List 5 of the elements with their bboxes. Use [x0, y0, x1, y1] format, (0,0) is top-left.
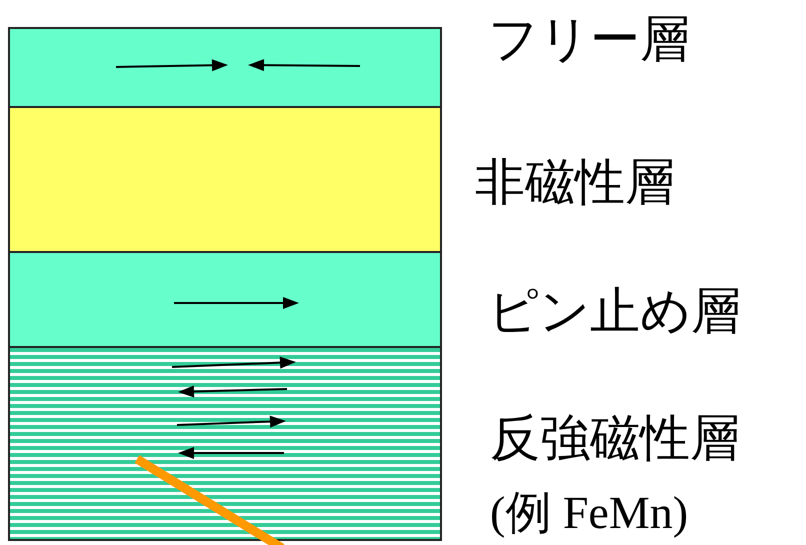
- layer-label: フリー層: [488, 11, 690, 67]
- layer-label: 反強磁性層: [490, 410, 740, 466]
- layer-label: 非磁性層: [475, 154, 675, 210]
- example-label: (例 FeMn): [490, 488, 688, 538]
- layer-label: ピン止め層: [488, 283, 741, 339]
